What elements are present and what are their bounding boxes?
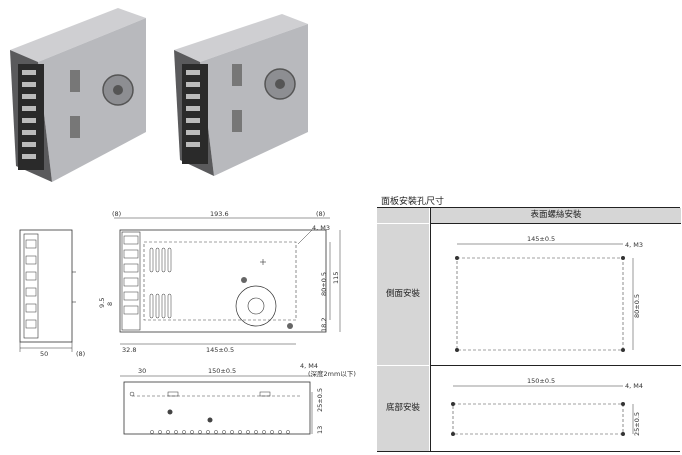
side-width-dim: 50 bbox=[40, 350, 48, 358]
bottom-holes: 4, M4 bbox=[300, 362, 318, 370]
product-photo-left bbox=[10, 8, 146, 182]
side-view-drawing: 50 (8) bbox=[19, 229, 85, 358]
front-clear-left: (8) bbox=[112, 210, 121, 218]
side-mount-pattern: 145±0.5 4, M3 80±0.5 bbox=[455, 235, 643, 352]
bottom-view-drawing: 30 150±0.5 4, M4 (深度2mm以下) 25±0.5 13 bbox=[120, 362, 356, 435]
row-cell-bottom: 150±0.5 4, M4 25±0.5 bbox=[430, 366, 681, 451]
hole-table-title: 面板安裝孔尺寸 bbox=[381, 197, 445, 207]
bottom-mount-holes: 4, M4 bbox=[625, 382, 643, 390]
front-span: 145±0.5 bbox=[206, 346, 234, 354]
front-holes: 4, M3 bbox=[312, 224, 330, 232]
front-side-a: 9.5 bbox=[98, 298, 106, 308]
front-h2: 115 bbox=[332, 272, 340, 284]
bottom-left: 30 bbox=[138, 367, 146, 375]
front-h3: 18.2 bbox=[320, 318, 328, 332]
front-length: 193.6 bbox=[210, 210, 229, 218]
hole-table: 表面螺絲安裝 側面安裝 145±0.5 4, M3 80±0.5 底部安裝 15… bbox=[377, 207, 681, 452]
hole-table-header: 表面螺絲安裝 bbox=[430, 208, 681, 224]
row-label-bottom: 底部安裝 bbox=[377, 366, 429, 451]
front-left-off: 32.8 bbox=[122, 346, 136, 354]
front-clear-right: (8) bbox=[316, 210, 325, 218]
row-label-side: 側面安裝 bbox=[377, 224, 429, 365]
bottom-note: (深度2mm以下) bbox=[308, 369, 356, 378]
front-side-b: 8 bbox=[106, 302, 114, 306]
side-clear-dim: (8) bbox=[76, 350, 85, 358]
row-cell-side: 145±0.5 4, M3 80±0.5 bbox=[430, 224, 681, 366]
bottom-mount-pattern: 150±0.5 4, M4 25±0.5 bbox=[451, 377, 643, 436]
bottom-v2: 13 bbox=[316, 426, 324, 434]
side-mount-span: 145±0.5 bbox=[527, 235, 555, 243]
product-photo-right bbox=[174, 14, 308, 176]
bottom-mount-height: 25±0.5 bbox=[633, 412, 641, 436]
front-view-drawing: (8) 193.6 (8) 4, M3 80±0.5 115 18.2 32.8… bbox=[98, 210, 341, 354]
bottom-span: 150±0.5 bbox=[208, 367, 236, 375]
front-h1: 80±0.5 bbox=[320, 272, 328, 296]
bottom-v1: 25±0.5 bbox=[316, 388, 324, 412]
side-mount-height: 80±0.5 bbox=[633, 294, 641, 318]
side-mount-holes: 4, M3 bbox=[625, 241, 643, 249]
bottom-mount-span: 150±0.5 bbox=[527, 377, 555, 385]
